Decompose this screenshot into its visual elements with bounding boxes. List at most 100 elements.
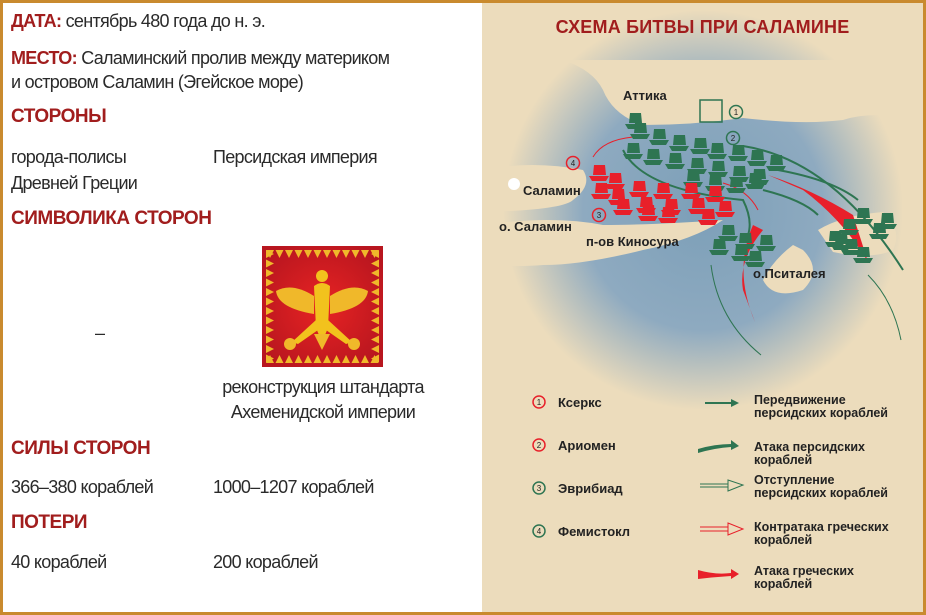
persian-ship-icon — [625, 113, 645, 129]
salamis-city-dot — [508, 178, 520, 190]
label-attica: Аттика — [623, 88, 667, 103]
greek-side-line1: города-полисы — [11, 147, 127, 167]
sides-heading: СТОРОНЫ — [11, 106, 107, 127]
persian-ship-icon — [623, 143, 643, 159]
greek-losses: 40 кораблей — [11, 552, 107, 572]
greek-ship-icon — [638, 205, 658, 221]
map-marker-number: 1 — [734, 108, 739, 117]
greek-side-line2: Древней Греции — [11, 173, 138, 193]
persian-ship-icon — [731, 245, 751, 261]
persian-ship-icon — [831, 234, 851, 250]
persian-ship-icon — [726, 177, 746, 193]
persian-forces: 1000–1207 кораблей — [213, 477, 374, 497]
place-row: МЕСТО: Саламинский пролив между материко… — [11, 46, 390, 70]
persian-ship-icon — [669, 135, 689, 151]
psyttaleia-island — [763, 245, 813, 294]
persian-ship-icon — [643, 149, 663, 165]
losses-heading: ПОТЕРИ — [11, 512, 88, 533]
date-label: ДАТА: — [11, 11, 62, 31]
legend-marker-icon — [532, 438, 546, 452]
map-marker-circle — [591, 207, 607, 223]
attica-land — [563, 60, 923, 125]
greek-ship-icon — [698, 209, 718, 225]
map-marker-circle — [565, 155, 581, 171]
symbols-heading: СИМВОЛИКА СТОРОН — [11, 208, 212, 229]
map-marker-circle — [725, 130, 741, 146]
place-line1: Саламинский пролив между материком — [81, 48, 390, 68]
caption-line2: Ахеменидской империи — [230, 402, 416, 422]
date-row: ДАТА: сентябрь 480 года до н. э. — [11, 9, 266, 33]
legend-marker-number: 1 — [537, 398, 542, 407]
achaemenid-standard-image — [262, 246, 383, 367]
legend-arrow-label-line1: Передвижение — [754, 393, 846, 407]
persian-ship-icon — [877, 213, 897, 229]
persian-ship-icon — [709, 239, 729, 255]
caption-line1: реконструкция штандарта — [222, 377, 424, 397]
greek-ship-icon — [681, 183, 701, 199]
label-salamis-city: Саламин — [523, 183, 581, 198]
legend-marker-icon — [532, 395, 546, 409]
persian-ship-icon — [728, 145, 748, 161]
map-title: СХЕМА БИТВЫ ПРИ САЛАМИНЕ — [555, 17, 850, 37]
legend-arrow-label-line2: кораблей — [754, 533, 812, 547]
map-marker-number: 2 — [731, 134, 736, 143]
battle-map-panel: 1 2 3 4 Саламин Аттика о. Саламин п-ов Кино… — [482, 3, 923, 612]
legend-arrow-label-line1: Отступление — [754, 473, 835, 487]
persian-ship-icon — [649, 129, 669, 145]
greek-ship-icon — [705, 186, 725, 202]
greek-ship-icon — [629, 181, 649, 197]
persian-side: Персидская империя — [213, 147, 378, 167]
legend-arrow-label-line1: Контратака греческих — [754, 520, 889, 534]
xerxes-throne-icon — [699, 99, 723, 123]
info-panel: ДАТА: сентябрь 480 года до н. э. МЕСТО: … — [3, 3, 482, 612]
legend-arrow-label-line2: персидских кораблей — [754, 406, 888, 420]
legend-marker-number: 2 — [537, 441, 542, 450]
persian-ship-icon — [690, 138, 710, 154]
legend-arrow-label-line2: кораблей — [754, 453, 812, 467]
persian-ship-icon — [766, 155, 786, 171]
greek-symbol: – — [95, 323, 105, 343]
map-marker-number: 4 — [571, 159, 576, 168]
greek-ship-icon — [589, 165, 609, 181]
legend-marker-icon — [532, 524, 546, 538]
legend-arrow-label-line1: Атака персидских — [754, 440, 865, 454]
kynosura-land — [482, 220, 723, 266]
persian-ship-icon — [745, 251, 765, 267]
greek-ship-icon — [591, 183, 611, 199]
place-label: МЕСТО: — [11, 48, 78, 68]
persian-ship-icon — [665, 153, 685, 169]
legend-arrow-label-line1: Атака греческих — [754, 564, 854, 578]
battle-map: 1 2 3 4 Саламин Аттика о. Саламин п-ов Кино… — [482, 10, 923, 591]
greek-ship-icon — [715, 201, 735, 217]
place-line2: и островом Саламин (Эгейское море) — [11, 72, 304, 92]
persian-ship-icon — [747, 150, 767, 166]
salamis-land — [482, 165, 587, 212]
forces-heading: СИЛЫ СТОРОН — [11, 438, 151, 459]
persian-ship-icon — [839, 219, 859, 235]
legend-person-name: Эврибиад — [558, 481, 623, 496]
legend-marker-number: 4 — [537, 527, 542, 536]
legend-arrow-icons — [698, 399, 745, 579]
persian-ship-icon — [756, 235, 776, 251]
persian-ship-icon — [718, 225, 738, 241]
legend-arrow-label-line2: персидских кораблей — [754, 486, 888, 500]
persian-ship-icon — [853, 208, 873, 224]
label-psyttaleia: о.Пситалея — [753, 266, 826, 281]
greek-ship-icon — [653, 183, 673, 199]
legend-marker-icon — [532, 481, 546, 495]
legend-person-name: Ариомен — [558, 438, 616, 453]
greek-ship-icon — [613, 199, 633, 215]
label-kynosura: п-ов Киносура — [586, 234, 680, 249]
map-marker-number: 3 — [597, 211, 602, 220]
persian-ship-icon — [745, 173, 765, 189]
legend-arrow-label-line2: кораблей — [754, 577, 812, 591]
legend-person-name: Фемистокл — [558, 524, 630, 539]
greek-ship-icon — [605, 173, 625, 189]
greek-ship-icon — [658, 207, 678, 223]
greek-forces: 366–380 кораблей — [11, 477, 154, 497]
label-salamis-island: о. Саламин — [499, 219, 572, 234]
persian-ship-icon — [707, 143, 727, 159]
legend-person-name: Ксеркс — [558, 395, 602, 410]
persian-losses: 200 кораблей — [213, 552, 319, 572]
